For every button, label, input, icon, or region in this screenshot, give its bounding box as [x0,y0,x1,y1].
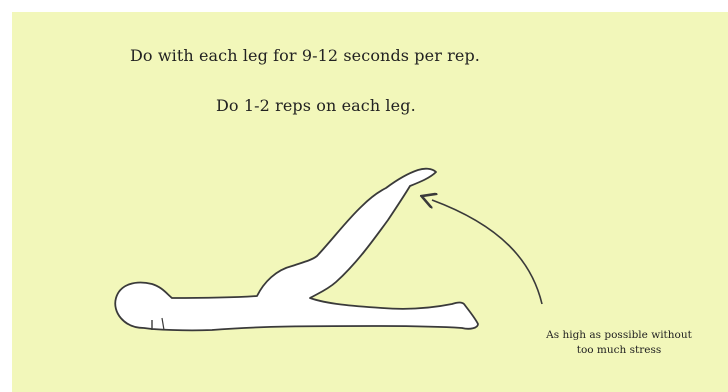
caption-line-2: too much stress [510,343,728,358]
body-outline [115,169,478,331]
curved-arrow-icon [432,200,542,304]
exercise-slide: Do with each leg for 9-12 seconds per re… [12,12,728,392]
caption-line-1: As high as possible without [510,328,728,343]
height-caption: As high as possible without too much str… [510,328,728,358]
